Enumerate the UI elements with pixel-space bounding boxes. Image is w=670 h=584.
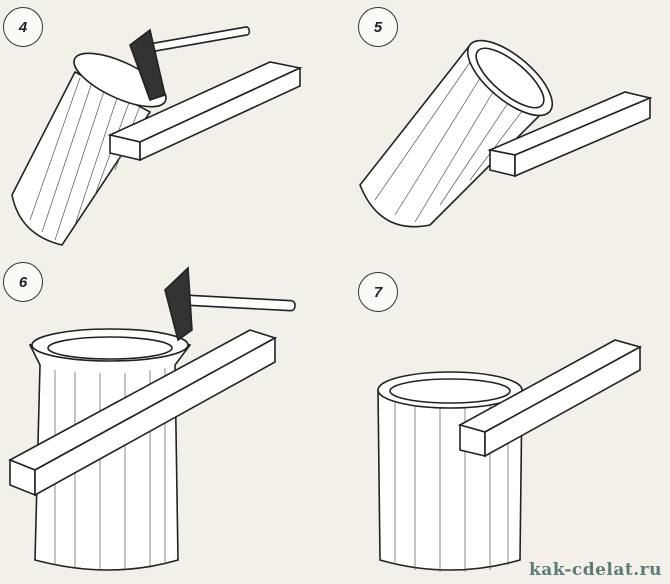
step-number-7: 7 <box>358 272 398 312</box>
watermark: kak-cdelat.ru <box>528 560 662 580</box>
step-number-4: 4 <box>3 7 43 47</box>
step-number-6: 6 <box>3 262 43 302</box>
step-5-drawing <box>359 39 653 228</box>
step-4-drawing <box>11 26 303 246</box>
step-6-drawing <box>8 266 296 571</box>
step-7-drawing <box>377 339 643 572</box>
step-number-5: 5 <box>358 7 398 47</box>
